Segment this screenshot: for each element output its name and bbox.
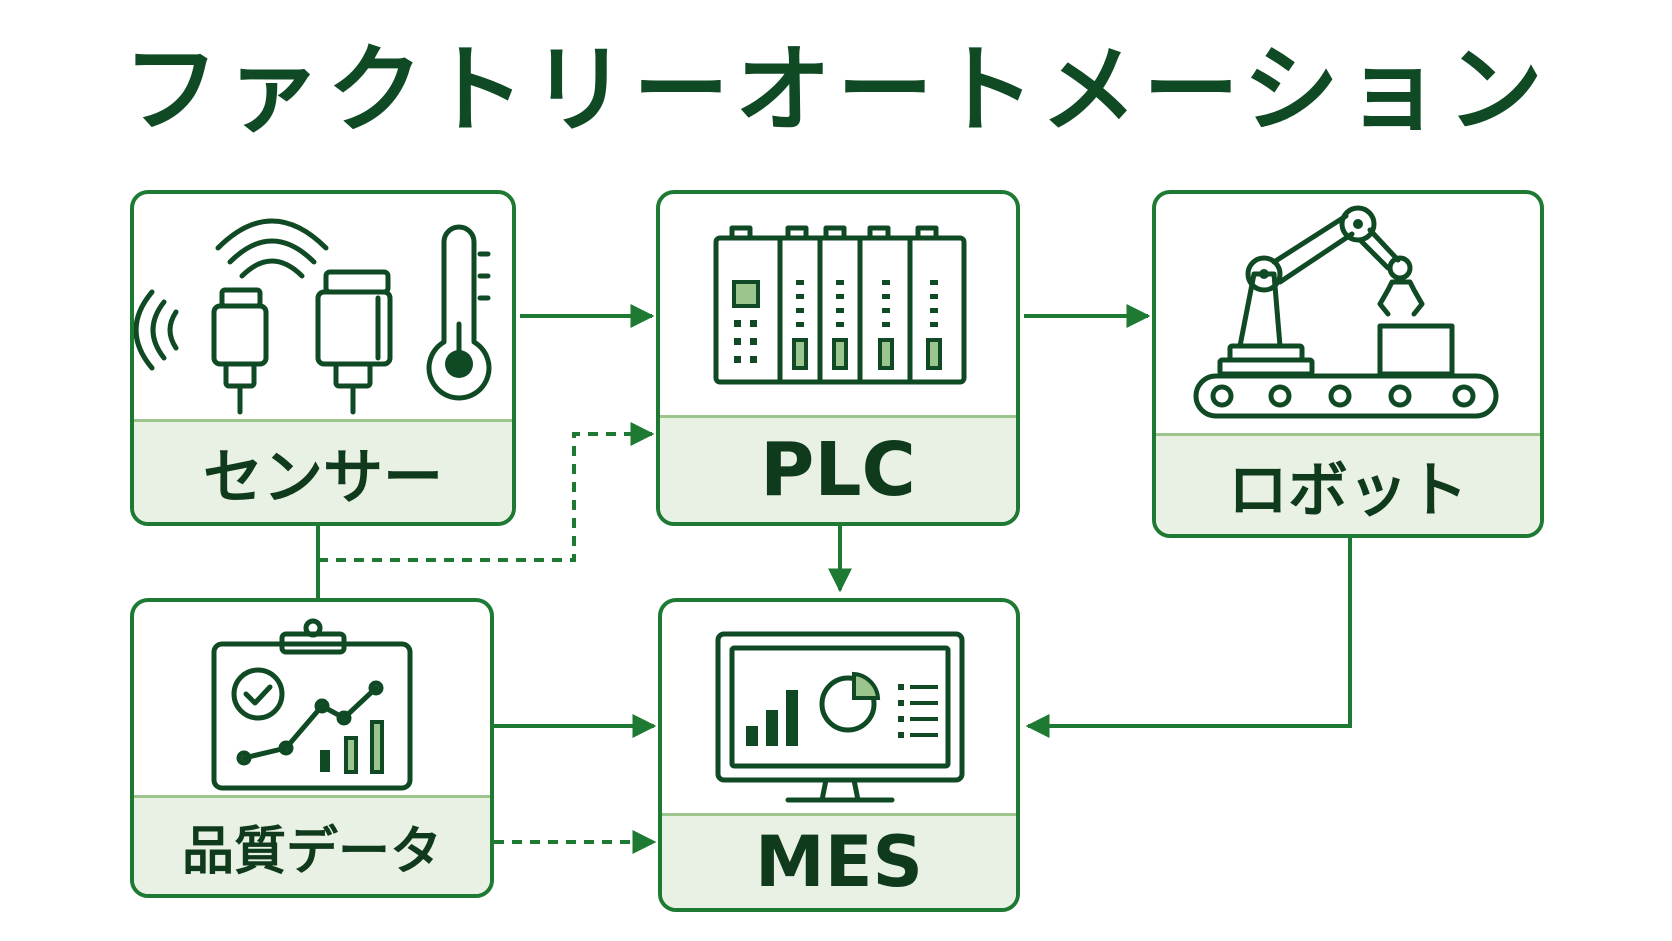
robot-icons xyxy=(1193,205,1499,419)
cylindrical-sensor-icon xyxy=(315,269,393,415)
robot-node: ロボット xyxy=(1152,190,1544,538)
quality-data-label: 品質データ xyxy=(134,795,490,894)
sensor-icons xyxy=(134,218,492,415)
plc-rack-icon xyxy=(713,225,967,385)
page-title: ファクトリーオートメーション xyxy=(122,34,1550,146)
dashed-arrow-sensor-to-plc xyxy=(318,422,655,562)
mes-label: MES xyxy=(662,813,1016,908)
plc-label: PLC xyxy=(660,415,1016,522)
sensor-node: センサー xyxy=(130,190,516,526)
plc-node: PLC xyxy=(656,190,1020,526)
conveyor-icon xyxy=(1193,323,1499,419)
clipboard-chart-icon xyxy=(211,618,413,791)
robot-label: ロボット xyxy=(1156,433,1540,534)
monitor-dashboard-icon xyxy=(715,631,965,803)
sensor-label: センサー xyxy=(134,419,512,522)
arrow-robot-to-mes xyxy=(1025,538,1352,738)
mes-node: MES xyxy=(658,598,1020,912)
wireless-sensor-icon xyxy=(134,218,329,415)
thermometer-icon xyxy=(426,224,492,401)
robot-arm-icon xyxy=(1217,205,1425,377)
quality-data-node: 品質データ xyxy=(130,598,494,898)
